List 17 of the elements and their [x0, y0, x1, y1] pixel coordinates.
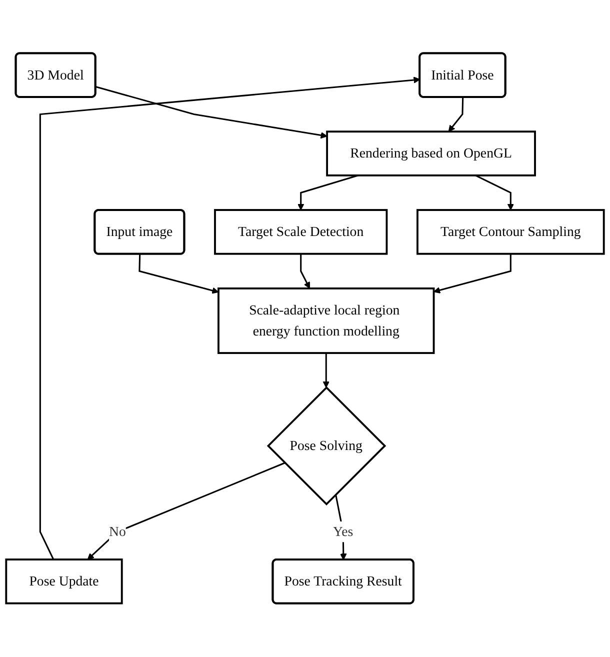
- arrow: [297, 174, 358, 211]
- node-box: Target Contour Sampling: [416, 209, 605, 256]
- arrow: [138, 254, 219, 294]
- arrow: [475, 174, 514, 211]
- arrow: [433, 254, 512, 294]
- node-box: Target Scale Detection: [214, 209, 388, 256]
- edge-label: Yes: [333, 524, 354, 540]
- node-box: Pose Update: [5, 558, 123, 605]
- arrow: [322, 353, 330, 388]
- arrow: [300, 254, 310, 289]
- arrow: [87, 462, 286, 560]
- arrow: [448, 98, 464, 132]
- arrow: [96, 86, 328, 139]
- node-box: Scale-adaptive local region energy function modelling: [218, 288, 435, 354]
- node-diamond: Pose Solving: [266, 386, 386, 506]
- node-box: Rendering based on OpenGL: [326, 130, 536, 177]
- edge-label: No: [108, 524, 126, 540]
